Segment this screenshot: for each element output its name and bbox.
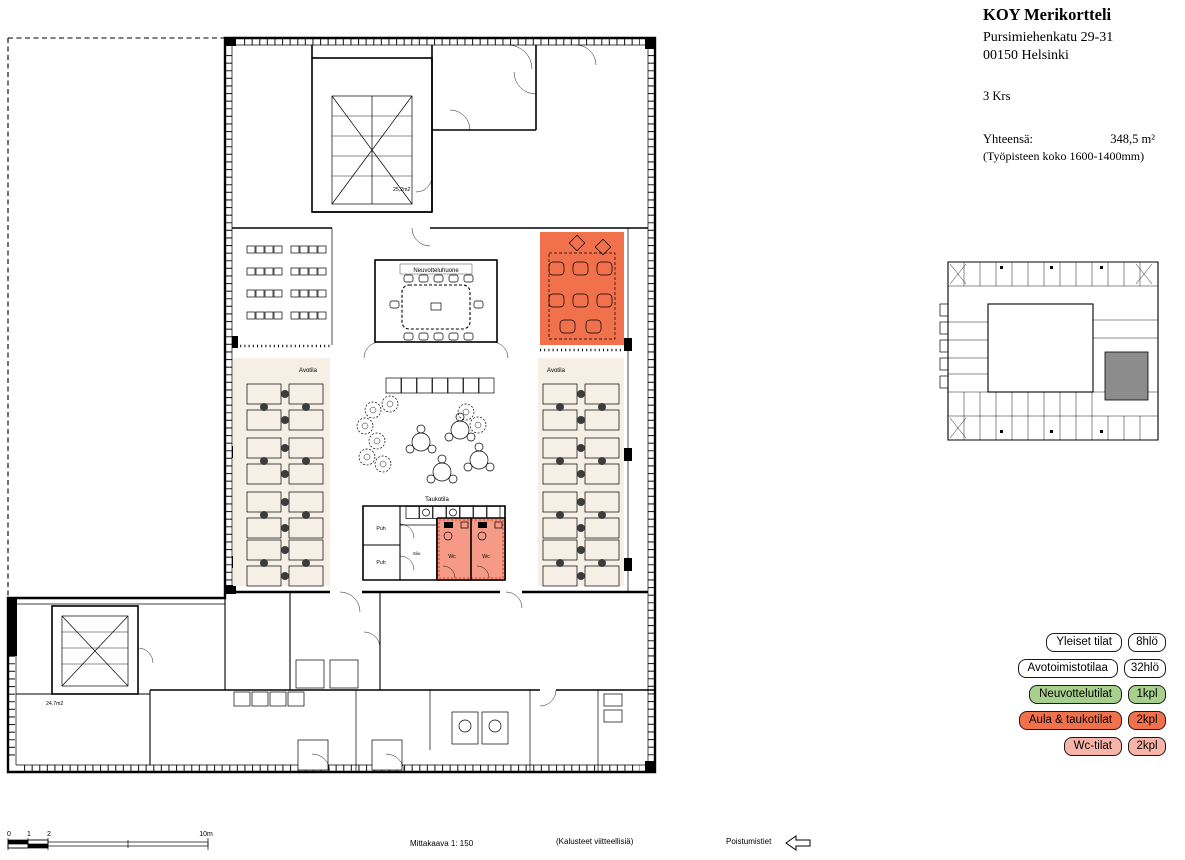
wc-left-label: Wc (448, 554, 456, 560)
legend-label-wc: Wc-tilat (1063, 737, 1122, 756)
legend-label-neuvottelu: Neuvottelutilat (1029, 685, 1122, 704)
open-office-right-label: Avotila (547, 368, 566, 374)
scale-tick-10m: 10m (199, 831, 213, 838)
window-hatching (8, 38, 655, 772)
upper-interior-walls (232, 45, 648, 592)
plant-icon (457, 403, 475, 421)
zone-meeting-room: Neuvotteluhuone (374, 259, 498, 343)
stair-bottom-area-label: 24,7m2 (46, 701, 63, 707)
cafe-table (426, 454, 458, 484)
key-plan-highlight (1104, 351, 1149, 401)
break-room-label: Taukotila (425, 497, 449, 503)
plant-icon (368, 432, 386, 450)
legend-label-yleiset: Yleiset tilat (1046, 633, 1122, 652)
legend-label-avotoimisto: Avotoimistotilaa (1017, 659, 1118, 678)
legend-count-avotoimisto: 32hlö (1123, 659, 1166, 678)
project-name: KOY Merikortteli (983, 5, 1112, 24)
zone-break-area: Taukotila Puh Puh Siiv. (362, 497, 506, 581)
open-office-left-label: Avotila (299, 368, 318, 374)
stair-core-top: 25,2m2 (311, 57, 433, 213)
cafe-table (405, 424, 437, 454)
floor-plan-drawing: 25,2m2 (6, 36, 657, 774)
scale-bar: 0 1 2 10m (7, 831, 213, 850)
legend-row-aula: Aula & taukotilat 2kpl (1018, 711, 1166, 730)
scale-tick-0: 0 (7, 831, 11, 838)
legend-row-avotoimisto: Avotoimistotilaa 32hlö (1017, 659, 1166, 678)
plant-icon (381, 395, 399, 413)
cafe-table (463, 442, 495, 472)
exit-arrow-icon (785, 835, 811, 851)
total-area-label: Yhteensä: (983, 132, 1033, 146)
title-block: KOY Merikortteli Pursimiehenkatu 29-31 0… (983, 5, 1185, 164)
phone-room-2-label: Puh (376, 560, 385, 566)
legend-count-yleiset: 8hlö (1128, 633, 1166, 652)
zone-open-office-left: Avotila (233, 358, 330, 587)
scale-text: Mittakaava 1: 150 (410, 839, 474, 848)
meeting-room-label: Neuvotteluhuone (413, 268, 459, 274)
zone-wc: Wc Wc (436, 517, 506, 581)
zone-open-office-right: Avotila (538, 358, 624, 587)
plant-icon (469, 416, 487, 434)
workstation-note: (Työpisteen koko 1600-1400mm) (983, 149, 1145, 163)
legend-row-yleiset: Yleiset tilat 8hlö (1046, 633, 1166, 652)
legend-count-neuvottelu: 1kpl (1128, 685, 1166, 704)
door-swings (137, 44, 597, 773)
total-area-value: 348,5 m² (1110, 132, 1155, 146)
project-address: Pursimiehenkatu 29-31 (983, 30, 1114, 45)
project-city: 00150 Helsinki (983, 48, 1069, 63)
plant-icon (364, 401, 382, 419)
bottom-band (149, 592, 655, 772)
phone-room-1-label: Puh (376, 526, 385, 532)
floor-number: 3 Krs (983, 89, 1011, 103)
zone-lounge (540, 232, 624, 345)
plant-icon (374, 455, 392, 473)
scale-tick-2: 2 (47, 831, 51, 838)
stacked-chair-rows (236, 245, 622, 352)
legend-count-wc: 2kpl (1128, 737, 1166, 756)
key-plan (939, 261, 1159, 441)
plant-icon (356, 417, 374, 435)
exits-label: Poistumistiet (726, 837, 772, 846)
total-area-row: Yhteensä: 348,5 m² (983, 132, 1155, 147)
stair-core-bottom: 24,7m2 (16, 605, 150, 707)
furniture-note: (Kalusteet viitteellisiä) (556, 837, 634, 846)
cleaning-room-label: Siiv. (413, 551, 421, 556)
plant-icon (358, 448, 376, 466)
legend-row-wc: Wc-tilat 2kpl (1063, 737, 1166, 756)
legend-label-aula: Aula & taukotilat (1018, 711, 1122, 730)
scale-tick-1: 1 (27, 831, 31, 838)
legend-count-aula: 2kpl (1128, 711, 1166, 730)
property-boundary (7, 37, 225, 598)
legend-row-neuvottelu: Neuvottelutilat 1kpl (1029, 685, 1166, 704)
middle-furniture (356, 377, 495, 484)
stair-top-area-label: 25,2m2 (393, 187, 410, 193)
legend: Yleiset tilat 8hlö Avotoimistotilaa 32hl… (1017, 633, 1166, 756)
wc-right-label: Wc (482, 554, 490, 560)
